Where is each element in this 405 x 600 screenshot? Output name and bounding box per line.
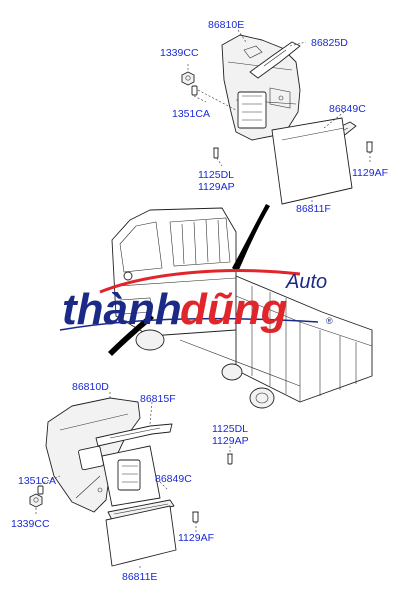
watermark-registered: ® [326, 316, 333, 326]
top-bolt-1129af [366, 141, 373, 153]
watermark-brand-part1: thành [62, 285, 182, 334]
label-bot-86810d: 86810D [72, 381, 109, 393]
truck-illustration [111, 207, 373, 409]
label-top-86811f: 86811F [296, 203, 331, 215]
label-top-86849c: 86849C [329, 103, 366, 115]
bottom-mud-flap [105, 505, 177, 567]
label-top-1129af: 1129AF [352, 167, 388, 179]
label-top-1351ca: 1351CA [172, 108, 210, 120]
bottom-pointer-arrow [108, 314, 154, 356]
watermark-logo: thành dũng Auto ® [59, 269, 333, 334]
top-clip-1351ca [191, 85, 198, 96]
bottom-mudguard-assembly [29, 392, 233, 570]
label-bot-1351ca: 1351CA [18, 475, 56, 487]
bottom-bolt-1129af [192, 511, 199, 523]
top-mud-flap [271, 117, 353, 205]
label-bot-86815f: 86815F [140, 393, 176, 405]
top-stay-bracket [249, 41, 301, 79]
watermark-brand-sub: Auto [285, 271, 327, 293]
bottom-mudflap-reinforcement [107, 499, 175, 521]
label-bot-86849c: 86849C [155, 473, 192, 485]
label-top-86810e: 86810E [208, 19, 244, 31]
bottom-nut-1339cc [29, 493, 43, 508]
label-top-86825d: 86825D [311, 37, 348, 49]
label-bot-1129ap: 1129AP [212, 435, 249, 447]
bottom-screw-1125dl [227, 453, 233, 465]
part-labels: 86810E 86825D 1339CC 1351CA 86849C 1129A… [11, 19, 388, 583]
label-bot-1125dl: 1125DL [212, 423, 248, 435]
top-pointer-arrow [232, 204, 270, 272]
watermark-brand-part2: dũng [180, 285, 288, 334]
label-top-1125dl: 1125DL [198, 169, 234, 181]
label-bot-1339cc: 1339CC [11, 518, 50, 530]
label-bot-1129af: 1129AF [178, 532, 214, 544]
top-screw-1125dl [213, 147, 219, 159]
label-top-1129ap: 1129AP [198, 181, 235, 193]
label-bot-86811e: 86811E [122, 571, 157, 583]
label-top-1339cc: 1339CC [160, 47, 199, 59]
top-nut-1339cc [181, 71, 195, 86]
bottom-clip-1351ca [37, 485, 44, 495]
top-mudguard-assembly [181, 29, 373, 206]
